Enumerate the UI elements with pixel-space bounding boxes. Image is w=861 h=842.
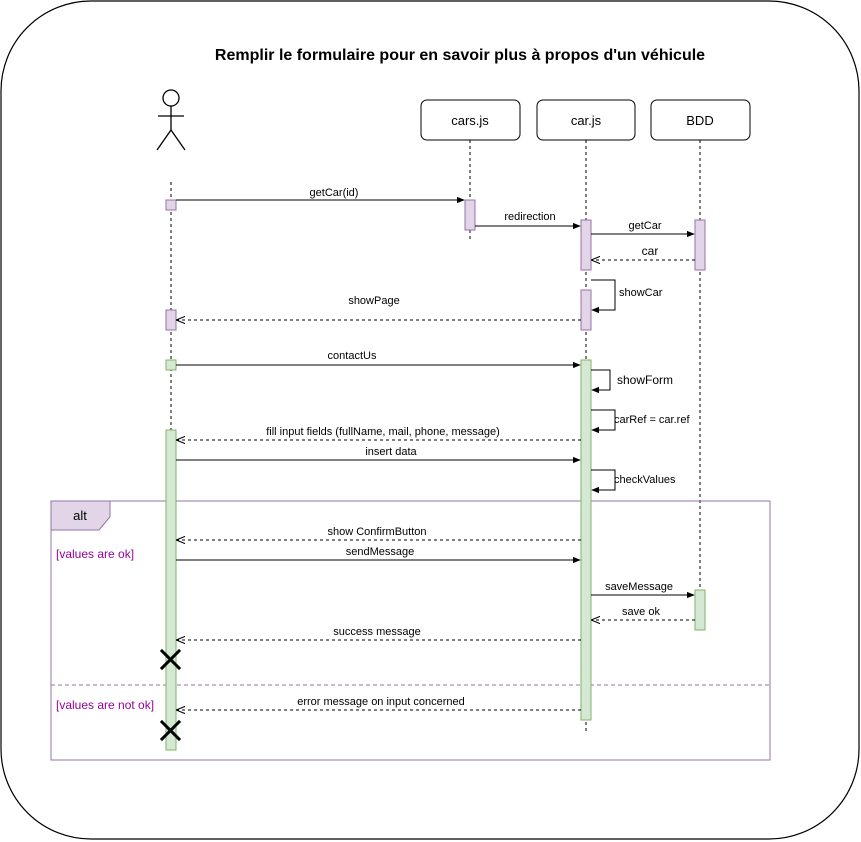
msg-save-ok: save ok [622, 606, 660, 618]
activation-car-js-3 [580, 359, 592, 721]
activation-car-js-2 [580, 289, 592, 331]
msg-contactus: contactUs [328, 350, 377, 362]
msg-showcar: showCar [619, 287, 663, 299]
arrow-checkvalues [591, 469, 616, 494]
msg-checkvalues: checkValues [614, 474, 676, 486]
actor-icon [156, 89, 186, 151]
activation-bdd-1 [694, 219, 706, 271]
msg-redirection: redirection [504, 211, 555, 223]
activation-user-2 [165, 309, 177, 331]
msg-success: success message [333, 626, 420, 638]
msg-showpage: showPage [348, 295, 399, 307]
destroy-icon [159, 648, 182, 671]
arrow-showform [591, 369, 611, 394]
arrow-carref [591, 409, 616, 434]
activation-bdd-2 [694, 589, 706, 631]
guard-values-not-ok: [values are not ok] [56, 698, 154, 712]
activation-car-js-1 [580, 219, 592, 271]
participant-bdd-label: BDD [686, 113, 713, 128]
activation-user-3 [165, 359, 177, 371]
participant-car-js[interactable]: car.js [536, 99, 636, 141]
destroy-icon [159, 719, 182, 742]
msg-show-confirm: show ConfirmButton [327, 526, 426, 538]
msg-fill-inputs: fill input fields (fullName, mail, phone… [266, 426, 500, 438]
msg-carref: carRef = car.ref [614, 414, 690, 426]
msg-error: error message on input concerned [297, 696, 465, 708]
activation-cars-js-1 [464, 199, 476, 231]
guard-values-ok: [values are ok] [56, 547, 134, 561]
alt-label: alt [73, 508, 87, 523]
msg-sendmessage: sendMessage [346, 546, 415, 558]
participant-bdd[interactable]: BDD [650, 99, 751, 141]
activation-user-1 [165, 199, 177, 211]
msg-insert-data: insert data [365, 446, 417, 458]
alt-fragment: alt [values are ok] [values are not ok] [50, 500, 771, 761]
diagram-title: Remplir le formulaire pour en savoir plu… [215, 47, 705, 64]
msg-getcar: getCar [628, 220, 661, 232]
participant-cars-js[interactable]: cars.js [420, 99, 521, 141]
msg-showform: showForm [617, 373, 673, 387]
arrow-showcar [591, 279, 616, 314]
participant-cars-js-label: cars.js [451, 113, 489, 128]
activation-user-4 [165, 429, 177, 751]
msg-savemessage: saveMessage [605, 581, 673, 593]
participant-car-js-label: car.js [571, 113, 602, 128]
msg-getcar-id: getCar(id) [310, 187, 359, 199]
msg-car: car [642, 244, 659, 258]
